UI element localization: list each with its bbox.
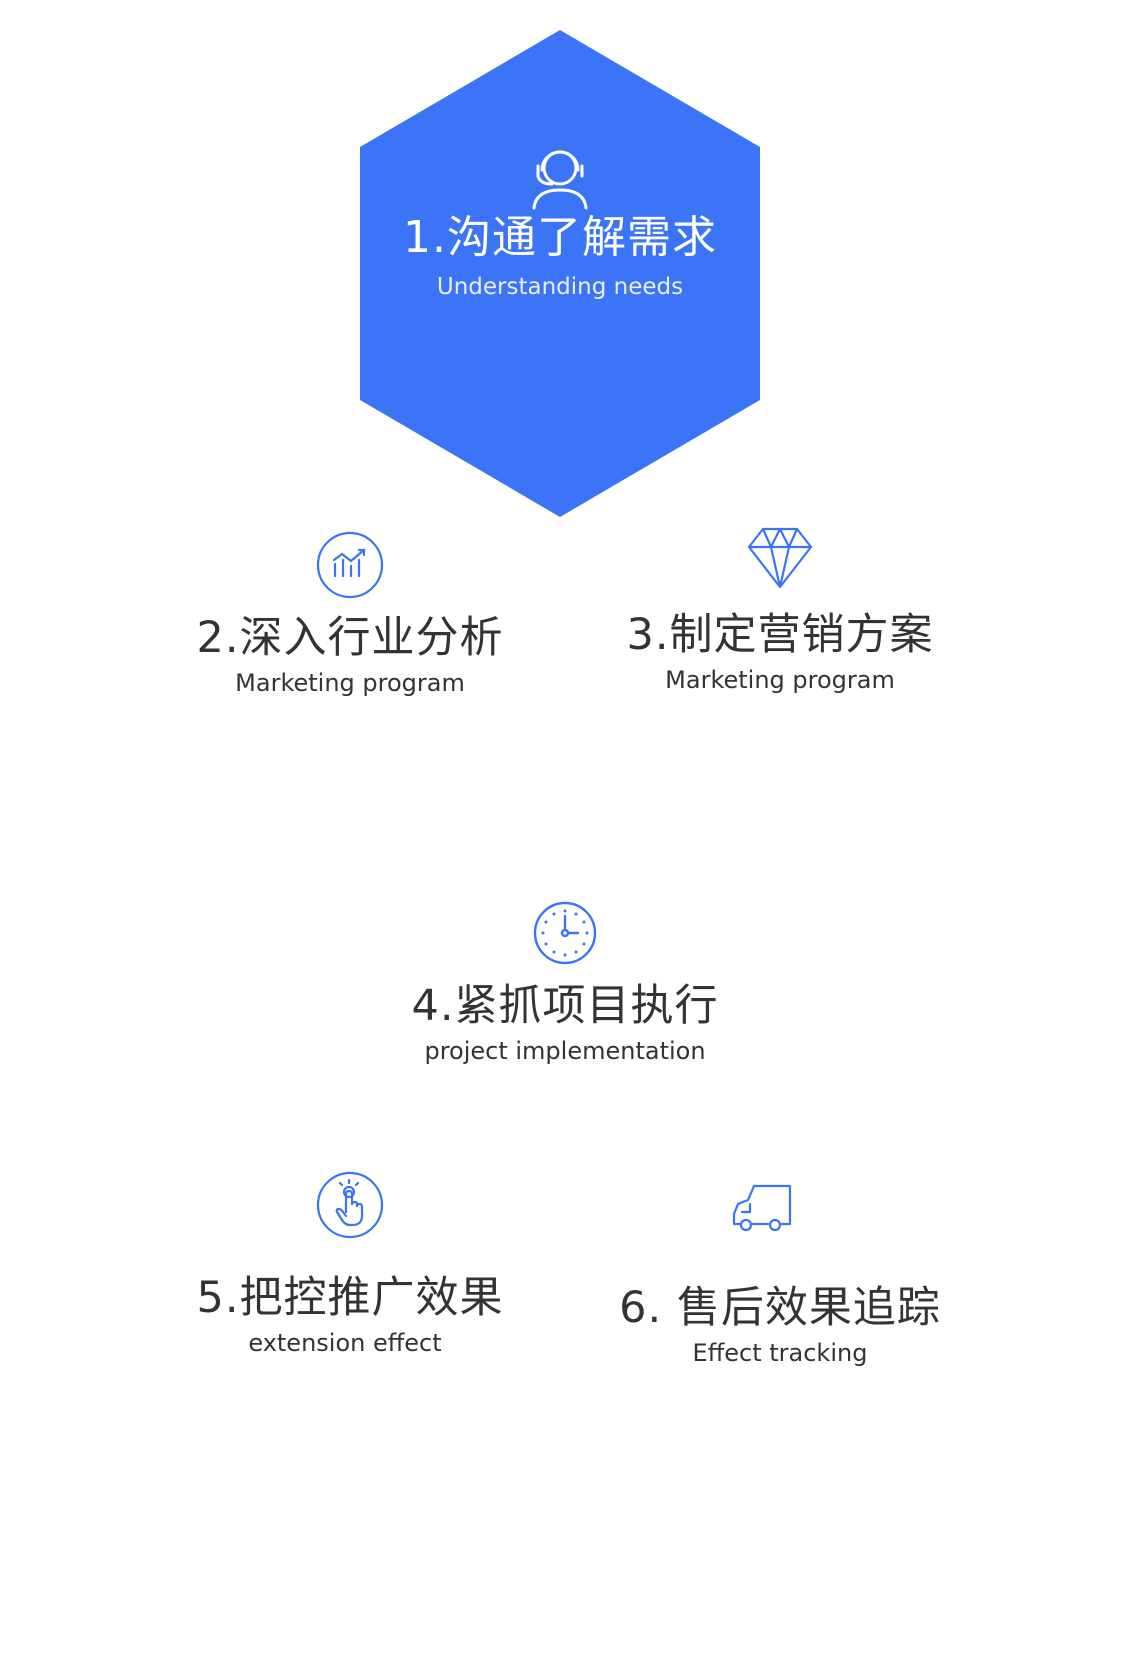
step-2-title: 2.深入行业分析 [196, 613, 504, 663]
hexagon-background [360, 30, 760, 517]
touch-hand-icon [316, 1171, 384, 1239]
headset-agent-icon [532, 150, 588, 210]
clock-icon [533, 901, 597, 965]
chart-circle-icon [316, 531, 384, 599]
step-3-subtitle: Marketing program [665, 666, 895, 694]
step-3-title: 3.制定营销方案 [626, 610, 934, 660]
step-6: 6. 售后效果追踪 Effect tracking [610, 1184, 950, 1370]
delivery-truck-icon [732, 1184, 792, 1232]
step-6-subtitle: Effect tracking [692, 1339, 868, 1367]
step-2: 2.深入行业分析 Marketing program [180, 530, 520, 700]
step-1: 1.沟通了解需求 Understanding needs [330, 140, 790, 304]
step-1-subtitle: Understanding needs [436, 274, 684, 300]
step-5-title: 5.把控推广效果 [196, 1273, 504, 1323]
step-4: 4.紧抓项目执行 project implementation [380, 900, 750, 1068]
step-4-title: 4.紧抓项目执行 [411, 981, 719, 1031]
step-5-subtitle: extension effect [248, 1329, 442, 1357]
step-6-title: 6. 售后效果追踪 [619, 1283, 941, 1333]
diamond-icon [747, 527, 813, 589]
step-2-subtitle: Marketing program [235, 669, 465, 697]
step-1-title: 1.沟通了解需求 [403, 212, 717, 263]
step-4-subtitle: project implementation [424, 1037, 706, 1065]
step-3: 3.制定营销方案 Marketing program [610, 525, 950, 697]
step-5: 5.把控推广效果 extension effect [180, 1171, 520, 1360]
